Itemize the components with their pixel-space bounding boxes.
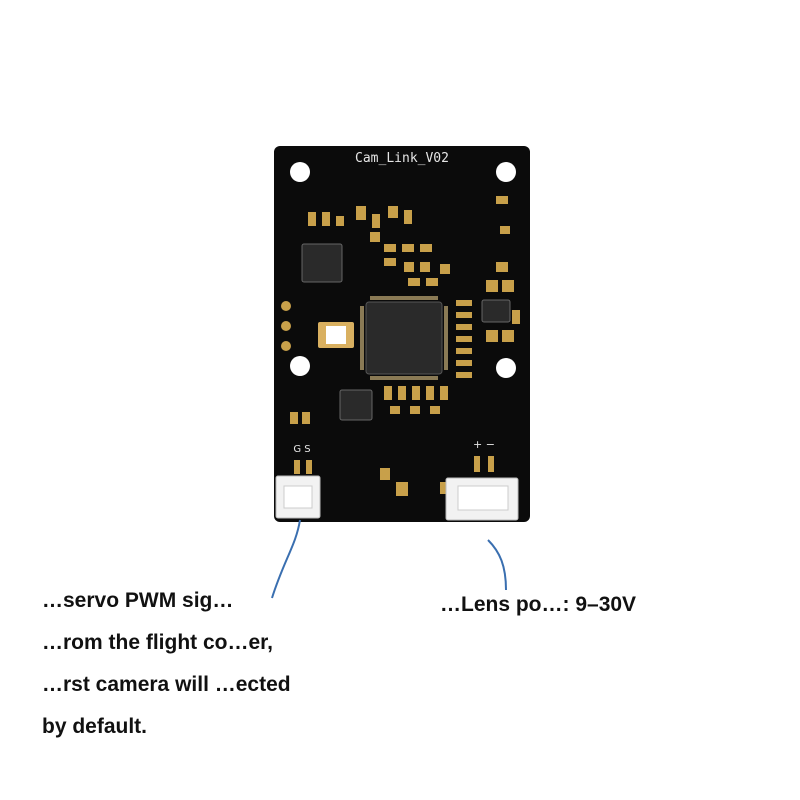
- left-caption-line-2: …rom the flight co…er,: [42, 631, 274, 654]
- right-connector-socket: [457, 485, 509, 511]
- left-caption: …servo PWM sig… …rom the flight co…er, ……: [42, 580, 422, 748]
- left-leader-wire: [271, 519, 301, 599]
- mount-hole-top-right: [496, 162, 516, 182]
- connector-pads: [294, 456, 494, 474]
- left-caption-line-3: …rst camera will …ected: [42, 673, 291, 696]
- main-chip-pins: [360, 296, 448, 380]
- left-caption-line-4: by default.: [42, 715, 148, 738]
- smd-pad-row-bottom: [290, 386, 450, 496]
- crystal-center: [326, 326, 346, 344]
- right-caption: …Lens po…: 9–30V: [440, 593, 637, 616]
- smd-pad-column-right: [456, 196, 520, 378]
- right-connector-pin-label: + −: [473, 438, 495, 451]
- left-edge-pads: [281, 301, 291, 351]
- silkscreen-label: Cam_Link_V02: [355, 151, 449, 166]
- smd-pad-cluster-top: [308, 206, 450, 286]
- right-leader-wire: [487, 539, 507, 591]
- left-connector-socket: [283, 485, 313, 509]
- qfn-chip-upper: [301, 243, 343, 283]
- left-connector-pin-label: G S: [293, 444, 310, 455]
- small-ic-right: [481, 299, 511, 323]
- mount-hole-mid-left: [290, 356, 310, 376]
- mount-hole-top-left: [290, 162, 310, 182]
- qfn-chip-lower: [339, 389, 373, 421]
- mount-hole-mid-right: [496, 358, 516, 378]
- left-caption-line-1: …servo PWM sig…: [42, 589, 234, 612]
- main-processor-chip: [365, 301, 443, 375]
